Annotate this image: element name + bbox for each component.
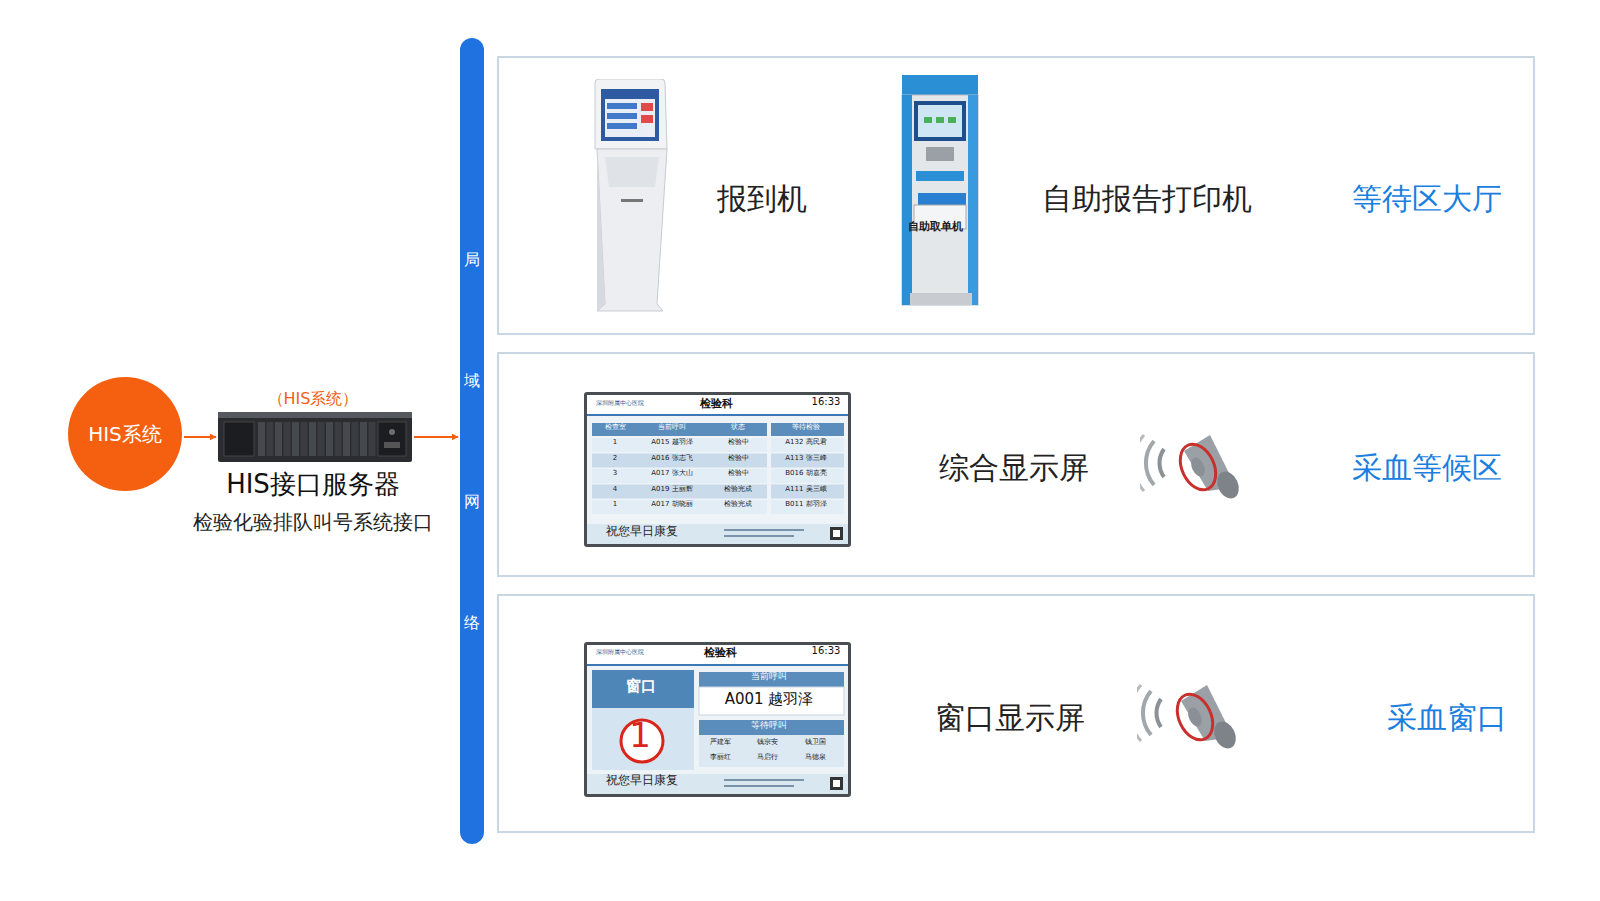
screen-label: 1 — [613, 439, 617, 447]
screen-label: A017 胡晓丽 — [651, 501, 692, 509]
screen-label: B016 胡嘉亮 — [785, 470, 826, 478]
node-text: 报到机 — [717, 182, 807, 217]
node-text: （HIS系统） — [268, 390, 359, 408]
screen-label: 当前呼叫 — [658, 424, 686, 432]
node-text: 窗口显示屏 — [935, 701, 1085, 736]
network-bus: 局域网络 — [460, 38, 484, 844]
screen-label: 窗口 — [626, 678, 656, 695]
node-text: 综合显示屏 — [939, 451, 1089, 486]
server-node: （HIS系统） HIS接口服务器检验化验排队叫号系统接口 — [172, 385, 457, 535]
screen-label: 16:33 — [812, 645, 841, 656]
speaker-icon — [1140, 427, 1250, 507]
screen-label: 祝您早日康复 — [606, 525, 678, 538]
screen-label: 马德泉 — [805, 754, 826, 762]
screen-label: 等待检验 — [792, 424, 820, 432]
screen-label: 检验完成 — [724, 486, 752, 494]
server-illustration — [218, 412, 412, 462]
screen-label: A015 越羽泽 — [651, 439, 692, 447]
screen-label: 马启行 — [757, 754, 778, 762]
area-panel: 等待区大厅 报到机 自助报告打印机 — [497, 56, 1535, 335]
screen-label: 钱宗安 — [757, 739, 778, 747]
screen-label: 状态 — [731, 424, 745, 432]
screen-label: A017 张大山 — [651, 470, 692, 478]
screen-label: 祝您早日康复 — [606, 774, 678, 787]
arrow-connector — [184, 436, 216, 438]
node-text: HIS接口服务器 — [226, 470, 400, 500]
node-text: 等待区大厅 — [1352, 182, 1502, 217]
screen-label: A001 越羽泽 — [725, 691, 814, 708]
screen-label: 等待呼叫 — [751, 721, 787, 731]
node-text: 检验化验排队叫号系统接口 — [193, 511, 433, 534]
screen-label: 李丽红 — [710, 754, 731, 762]
node-text: 局域网络 — [464, 199, 480, 683]
node-text: 采血窗口 — [1387, 701, 1507, 736]
kiosk-illustration — [587, 79, 673, 314]
speaker-icon — [1137, 677, 1247, 757]
screen-label: A132 高民君 — [785, 439, 826, 447]
printer-kiosk-illustration — [896, 75, 986, 310]
screen-label: 钱卫国 — [805, 739, 826, 747]
screen-label: 1 — [613, 501, 617, 509]
screen-label: 自助取单机 — [908, 221, 963, 233]
node-text: 自助报告打印机 — [1042, 182, 1252, 217]
screen-label: 检验科 — [704, 647, 737, 659]
screen-label: 检查室 — [605, 424, 626, 432]
screen-label: 严建军 — [710, 739, 731, 747]
screen-label: A019 王丽辉 — [651, 486, 692, 494]
screen-label: 检验中 — [728, 470, 749, 478]
node-text: 采血等候区 — [1352, 451, 1502, 486]
screen-label: 16:33 — [812, 396, 841, 407]
screen-label: 1 — [629, 717, 651, 754]
device-node: 窗口显示屏 — [580, 638, 1260, 802]
device-node: 报到机 — [587, 77, 827, 317]
screen-label: 检验科 — [700, 398, 733, 410]
screen-label: A113 张三峰 — [785, 455, 826, 463]
screen-label: 深圳附属中心医院 — [596, 400, 644, 407]
screen-label: A111 吴三峨 — [785, 486, 826, 494]
screen-label: 3 — [613, 470, 617, 478]
screen-label: B011 郝羽泽 — [785, 501, 826, 509]
screen-label: 检验中 — [728, 439, 749, 447]
screen-label: A016 张志飞 — [651, 455, 692, 463]
arrow-connector — [414, 436, 458, 438]
area-panel: 采血窗口 窗口显示屏 — [497, 594, 1535, 833]
screen-label: 检验中 — [728, 455, 749, 463]
screen-label: 深圳附属中心医院 — [596, 649, 644, 656]
device-node: 自助报告打印机 — [892, 72, 1282, 317]
screen-label: 2 — [613, 455, 617, 463]
system-circle: HIS系统 — [68, 377, 182, 491]
area-panel: 采血等候区 综合显示屏 — [497, 352, 1535, 577]
screen-label: 检验完成 — [724, 501, 752, 509]
screen-label: 当前呼叫 — [751, 672, 787, 682]
node-text: HIS系统 — [88, 423, 162, 446]
screen-label: 4 — [613, 486, 617, 494]
